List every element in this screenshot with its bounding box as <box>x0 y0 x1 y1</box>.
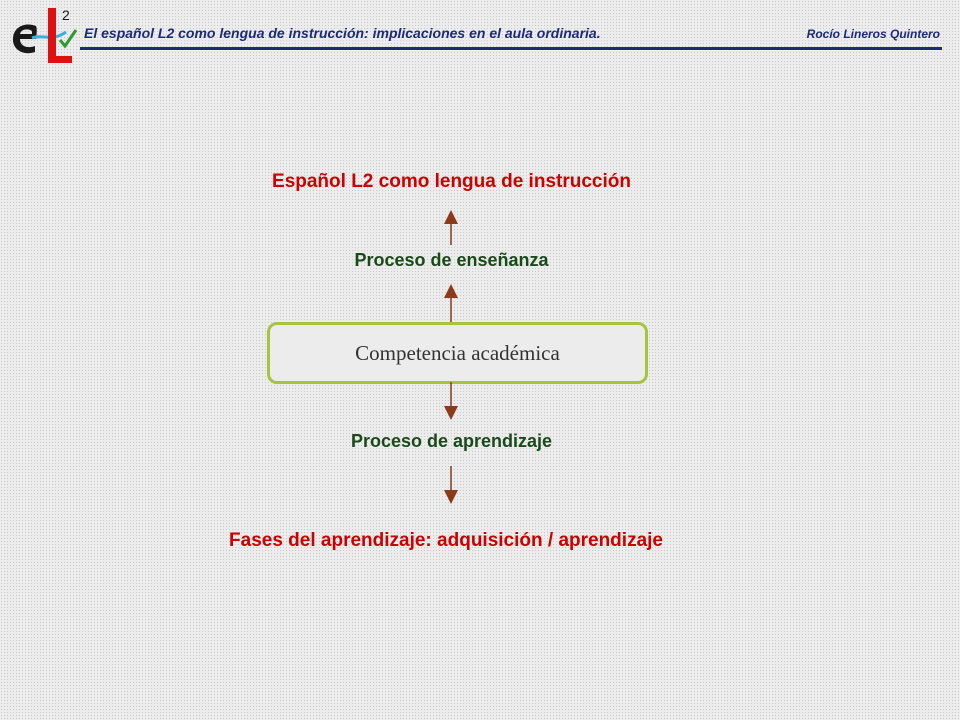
center-box-label: Competencia académica <box>355 340 560 365</box>
teaching-process-label: Proceso de enseñanza <box>354 250 549 270</box>
arrow-up-top <box>444 210 458 245</box>
top-label: Español L2 como lengua de instrucción <box>272 171 631 192</box>
arrow-up-middle <box>444 284 458 322</box>
logo-superscript: 2 <box>62 7 70 23</box>
logo-e-shape <box>12 24 37 54</box>
logo-l-shape <box>48 8 72 63</box>
center-box: Competencia académica <box>267 322 648 384</box>
logo-check <box>58 29 78 49</box>
arrow-down-middle <box>444 382 458 420</box>
learning-process-label: Proceso de aprendizaje <box>350 431 553 451</box>
arrow-down-bottom <box>444 466 458 504</box>
logo-swoosh <box>31 30 67 40</box>
header-divider <box>80 47 942 50</box>
bottom-label: Fases del aprendizaje: adquisición / apr… <box>229 530 663 551</box>
header-author: Rocío Lineros Quintero <box>806 27 940 41</box>
header-title: El español L2 como lengua de instrucción… <box>84 25 601 41</box>
logo: 2 <box>12 7 78 63</box>
